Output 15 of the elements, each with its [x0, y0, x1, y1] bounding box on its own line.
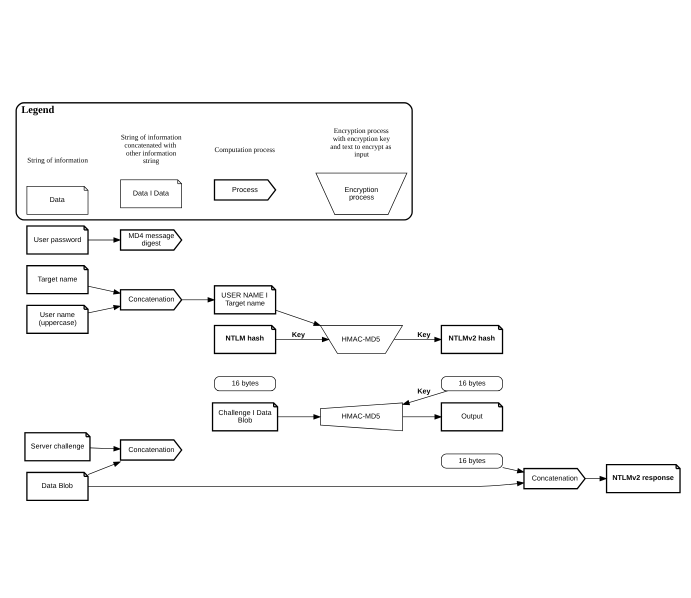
arrow [402, 414, 442, 420]
arrow [394, 336, 442, 342]
arrow [275, 310, 322, 326]
arrow [275, 336, 330, 342]
arrow [88, 462, 122, 475]
arrow [584, 476, 608, 482]
arrow [88, 237, 122, 243]
arrow [277, 414, 322, 420]
arrow [88, 480, 525, 487]
arrow [90, 446, 122, 452]
arrow [182, 297, 216, 303]
arrow [88, 304, 122, 314]
arrow [88, 286, 122, 294]
arrow [502, 467, 525, 474]
arrow [402, 390, 448, 406]
